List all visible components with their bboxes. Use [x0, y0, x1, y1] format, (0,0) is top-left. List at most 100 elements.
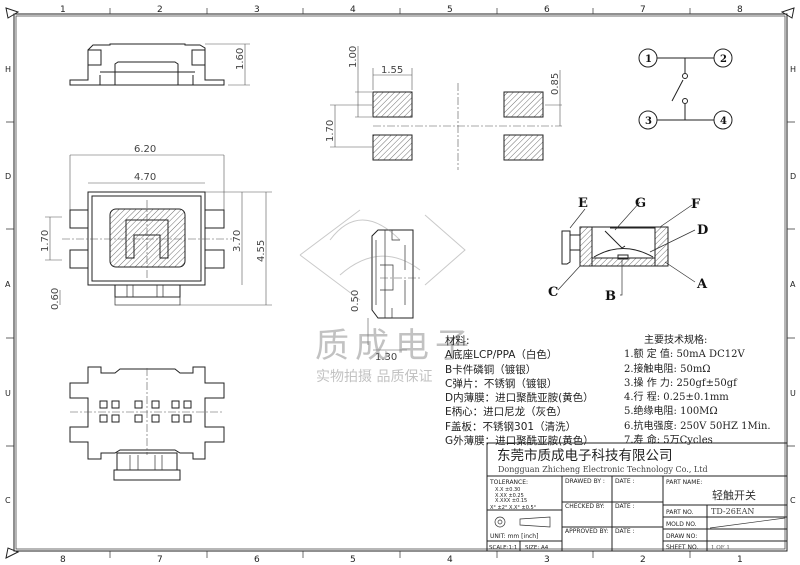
- svg-text:1.70: 1.70: [325, 120, 336, 142]
- svg-text:4.55: 4.55: [256, 240, 267, 262]
- section-view: E G FD A C B: [548, 196, 708, 304]
- svg-text:3: 3: [544, 555, 550, 565]
- svg-text:A: A: [5, 280, 11, 289]
- svg-text:4: 4: [350, 5, 356, 15]
- svg-text:X.XXX ±0.15: X.XXX ±0.15: [495, 498, 527, 504]
- watermark-subtext: 实物拍摄 品质保证: [316, 369, 433, 385]
- svg-text:7: 7: [640, 5, 646, 15]
- svg-text:D: D: [790, 172, 796, 181]
- svg-text:CHECKED BY:: CHECKED BY:: [565, 503, 605, 510]
- material-item: D内薄膜：进口聚酰亚胺(黄色）: [445, 392, 594, 405]
- svg-text:0.60: 0.60: [50, 288, 61, 310]
- svg-text:F: F: [691, 197, 701, 212]
- svg-text:7: 7: [157, 555, 163, 565]
- svg-text:4.70: 4.70: [134, 172, 156, 183]
- svg-text:1.60: 1.60: [235, 48, 246, 70]
- svg-text:SIZE: A4: SIZE: A4: [525, 545, 549, 551]
- svg-text:G: G: [635, 196, 646, 211]
- side-view-top: 1.60: [69, 43, 250, 86]
- svg-text:PART NO.: PART NO.: [666, 509, 694, 516]
- svg-text:DATE :: DATE :: [615, 478, 635, 485]
- svg-text:DATE :: DATE :: [615, 528, 635, 535]
- svg-text:E: E: [578, 196, 588, 211]
- svg-text:1.55: 1.55: [381, 65, 403, 76]
- svg-text:TOLERANCE:: TOLERANCE:: [489, 479, 528, 486]
- svg-text:UNIT: mm [inch]: UNIT: mm [inch]: [490, 533, 538, 540]
- svg-text:C: C: [548, 285, 558, 300]
- materials-title: 材料:: [445, 335, 470, 347]
- svg-text:3: 3: [254, 5, 260, 15]
- svg-text:6: 6: [254, 555, 260, 565]
- side-view-middle: 0.50 1.30: [350, 229, 420, 363]
- svg-text:1: 1: [645, 54, 652, 65]
- svg-text:0.85: 0.85: [550, 73, 561, 95]
- spec-item: 4.行 程: 0.25±0.1mm: [624, 392, 729, 404]
- svg-text:3.70: 3.70: [232, 230, 243, 252]
- svg-text:PART NAME:: PART NAME:: [666, 479, 702, 486]
- svg-text:4: 4: [720, 116, 727, 127]
- svg-text:5: 5: [350, 555, 356, 565]
- material-item: A底座LCP/PPA（白色）: [445, 349, 558, 362]
- svg-text:5: 5: [447, 5, 453, 15]
- svg-text:1.00: 1.00: [348, 46, 359, 68]
- specifications-list: 主要技术规格: 1.额 定 值: 50mA DC12V 2.接触电阻: 50mΩ…: [624, 334, 771, 448]
- svg-text:4: 4: [447, 555, 453, 565]
- svg-text:8: 8: [737, 5, 743, 15]
- material-item: B卡件磷铜（镀银）: [445, 363, 537, 376]
- svg-text:1: 1: [737, 555, 743, 565]
- material-item: C弹片：不锈钢（镀银）: [445, 377, 558, 390]
- switch-schematic: 1 2 3 4: [638, 48, 733, 130]
- svg-text:DATE :: DATE :: [615, 503, 635, 510]
- svg-text:SCALE:1:1: SCALE:1:1: [489, 545, 517, 551]
- svg-text:Dongguan Zhicheng Electronic T: Dongguan Zhicheng Electronic Technology …: [498, 465, 708, 474]
- title-block: 东莞市质成电子科技有限公司 Dongguan Zhicheng Electron…: [486, 442, 788, 552]
- svg-text:1 OF 1: 1 OF 1: [711, 545, 730, 551]
- svg-text:U: U: [5, 389, 11, 398]
- svg-text:1: 1: [60, 5, 66, 15]
- svg-text:MOLD NO.: MOLD NO.: [666, 521, 697, 528]
- spec-item: 1.额 定 值: 50mA DC12V: [624, 349, 745, 361]
- svg-text:0.50: 0.50: [350, 290, 361, 312]
- material-item: G外薄膜：进口聚酰亚胺(黄色）: [445, 435, 594, 448]
- svg-text:TD-26EAN: TD-26EAN: [711, 507, 754, 516]
- bottom-view: [69, 366, 225, 481]
- spec-item: 2.接触电阻: 50mΩ: [624, 363, 711, 375]
- svg-text:2: 2: [720, 54, 727, 65]
- specs-title: 主要技术规格:: [644, 335, 708, 346]
- svg-text:1.30: 1.30: [375, 352, 397, 363]
- svg-text:6: 6: [544, 5, 550, 15]
- svg-text:C: C: [5, 496, 11, 505]
- spec-item: 5.绝缘电阻: 100MΩ: [624, 406, 718, 418]
- svg-text:X.XX ±0.25: X.XX ±0.25: [495, 493, 524, 499]
- svg-text:B: B: [605, 289, 616, 304]
- svg-text:D: D: [697, 223, 708, 238]
- watermark-logo: [299, 209, 466, 301]
- svg-text:DRAW NO:: DRAW NO:: [666, 533, 697, 540]
- front-view: 6.20 4.70 3.70 4.55 1.70 0.60: [40, 144, 272, 310]
- svg-text:3: 3: [645, 116, 652, 127]
- svg-text:X° ±2° X.X° ±0.5°: X° ±2° X.X° ±0.5°: [490, 505, 537, 511]
- ruler-top: 1 2 3 4 5 6 7 8: [60, 5, 743, 15]
- svg-text:X.X ±0.30: X.X ±0.30: [495, 487, 520, 493]
- svg-text:2: 2: [640, 555, 646, 565]
- svg-text:8: 8: [60, 555, 66, 565]
- svg-text:A: A: [696, 277, 708, 292]
- spec-item: 6.抗电强度: 250V 50HZ 1Min.: [624, 420, 771, 432]
- svg-text:6.20: 6.20: [134, 144, 156, 155]
- svg-text:H: H: [5, 65, 11, 74]
- svg-text:U: U: [790, 389, 796, 398]
- materials-list: 材料: A底座LCP/PPA（白色） B卡件磷铜（镀银） C弹片：不锈钢（镀银）…: [445, 334, 594, 448]
- material-item: E柄心：进口尼龙（灰色）: [445, 406, 568, 419]
- svg-text:APPROVED BY:: APPROVED BY:: [565, 528, 608, 535]
- svg-text:H: H: [790, 65, 796, 74]
- spec-item: 3.操 作 力: 250gf±50gf: [624, 377, 737, 389]
- watermark-text: 质成电子: [315, 326, 475, 366]
- svg-text:2: 2: [157, 5, 163, 15]
- svg-text:C: C: [790, 496, 796, 505]
- svg-text:1.70: 1.70: [40, 230, 51, 252]
- svg-text:SHEET NO.: SHEET NO.: [666, 544, 698, 551]
